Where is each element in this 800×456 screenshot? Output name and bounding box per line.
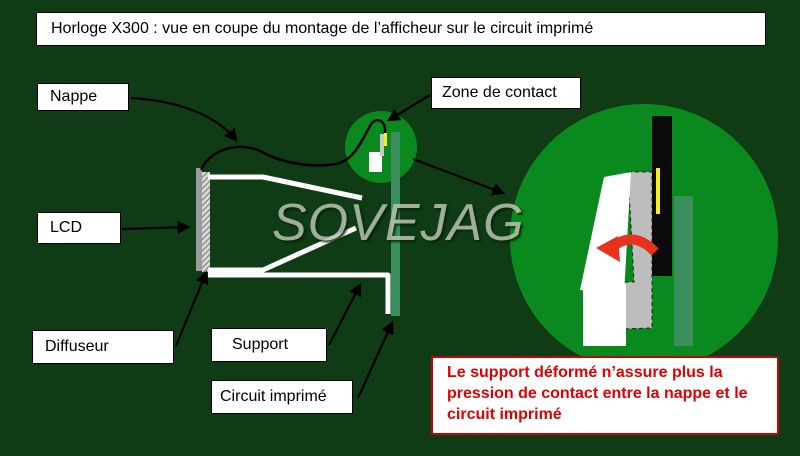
label-circuit-imprime: Circuit imprimé — [211, 380, 353, 414]
zoom-white-support — [580, 172, 631, 294]
support-frame — [208, 174, 391, 314]
watermark: SOVEJAG — [272, 194, 525, 252]
label-nappe: Nappe — [37, 83, 129, 111]
page-title: Horloge X300 : vue en coupe du montage d… — [36, 12, 766, 46]
diffuser-part — [202, 172, 210, 272]
label-lcd: LCD — [37, 212, 121, 244]
zoom-yellow-contact — [656, 168, 660, 214]
lcd-part — [196, 168, 202, 271]
leader-arrows — [121, 94, 506, 399]
flex-cable-nappe — [199, 119, 387, 171]
small-contact-block — [369, 152, 382, 172]
zoom-black-pad — [652, 116, 672, 276]
pcb-strip — [391, 132, 400, 316]
rotation-arrow — [596, 234, 659, 262]
warning-note: Le support déformé n’assure plus la pres… — [431, 356, 779, 435]
zoom-white-base — [583, 284, 626, 346]
zoom-pcb-strip — [674, 196, 693, 346]
small-contact-gray — [380, 134, 384, 156]
small-contact-yellow — [384, 133, 387, 146]
label-diffuseur: Diffuseur — [32, 330, 174, 364]
label-zone-de-contact: Zone de contact — [431, 77, 581, 109]
label-support: Support — [211, 328, 327, 362]
